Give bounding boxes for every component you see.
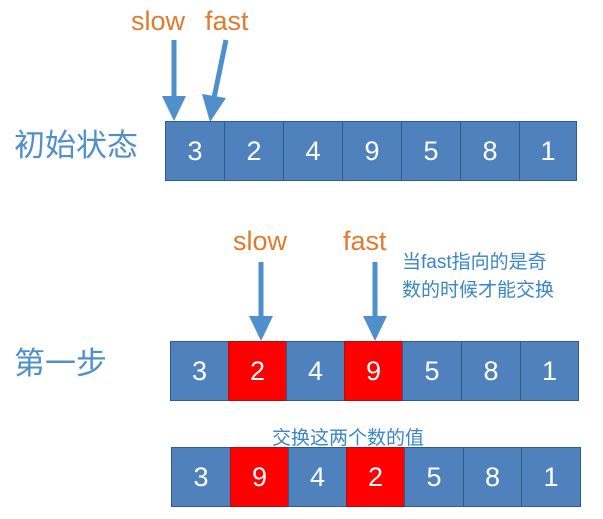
fast-label-step1: fast <box>343 226 387 256</box>
cell-value: 5 <box>426 461 442 492</box>
array-cell: 8 <box>461 341 521 401</box>
slow-label-step1: slow <box>233 226 288 256</box>
array-cell: 1 <box>521 447 581 507</box>
cell-value: 1 <box>541 355 558 386</box>
cell-value: 4 <box>309 461 326 492</box>
step1-label: 第一步 <box>14 346 107 381</box>
cell-value: 5 <box>424 355 440 386</box>
cell-value: 4 <box>307 355 324 386</box>
slow-arrowhead-step1 <box>249 316 273 341</box>
array-cell: 3 <box>170 341 229 401</box>
swap-note: 交换这两个数的值 <box>272 428 425 449</box>
array-cell: 1 <box>519 121 577 181</box>
array-cell: 3 <box>171 447 231 507</box>
array-cell: 5 <box>402 341 462 401</box>
array-cell: 4 <box>283 121 343 181</box>
cell-value: 8 <box>484 461 501 492</box>
initial-state-label: 初始状态 <box>14 128 138 163</box>
cell-value: 1 <box>540 135 556 166</box>
fast-odd-note: 当fast指向的是奇 数的时候才能交换 <box>402 249 554 304</box>
cell-value: 3 <box>193 461 209 492</box>
array-row-step1: 3 2 4 9 5 8 1 <box>170 341 579 401</box>
array-cell-highlighted: 9 <box>230 447 289 507</box>
fast-arrow-initial <box>211 39 229 99</box>
array-cell: 2 <box>224 121 284 181</box>
array-row-swapped: 3 9 4 2 5 8 1 <box>171 447 581 507</box>
array-cell: 8 <box>460 121 520 181</box>
cell-value: 9 <box>364 135 380 166</box>
array-row-initial: 3 2 4 9 5 8 1 <box>165 121 577 181</box>
array-cell: 4 <box>286 341 345 401</box>
fast-odd-note-line2: 数的时候才能交换 <box>402 279 555 301</box>
cell-value: 9 <box>365 355 382 386</box>
cell-value: 1 <box>543 461 559 492</box>
cell-value: 2 <box>246 135 262 166</box>
cell-value: 5 <box>423 135 439 166</box>
array-cell-highlighted: 2 <box>346 447 405 507</box>
cell-value: 3 <box>187 135 203 166</box>
fast-arrowhead-step1 <box>363 316 387 341</box>
array-cell-highlighted: 9 <box>344 341 403 401</box>
cell-value: 8 <box>483 355 499 386</box>
array-cell: 9 <box>342 121 402 181</box>
array-cell: 8 <box>463 447 522 507</box>
cell-value: 2 <box>249 355 266 386</box>
array-cell: 4 <box>288 447 347 507</box>
slow-label-initial: slow <box>131 6 186 36</box>
array-cell: 5 <box>401 121 461 181</box>
array-cell: 3 <box>165 121 225 181</box>
array-cell-highlighted: 2 <box>228 341 287 401</box>
fast-label-initial: fast <box>205 6 249 36</box>
cell-value: 8 <box>482 135 498 166</box>
cell-value: 9 <box>251 461 268 492</box>
slow-arrowhead-initial <box>162 96 186 121</box>
cell-value: 2 <box>367 461 384 492</box>
fast-arrowhead-initial <box>202 94 226 122</box>
cell-value: 4 <box>305 135 321 166</box>
cell-value: 3 <box>191 355 208 386</box>
array-cell: 1 <box>520 341 579 401</box>
array-cell: 5 <box>404 447 464 507</box>
fast-odd-note-line1: 当fast指向的是奇 <box>402 252 547 273</box>
